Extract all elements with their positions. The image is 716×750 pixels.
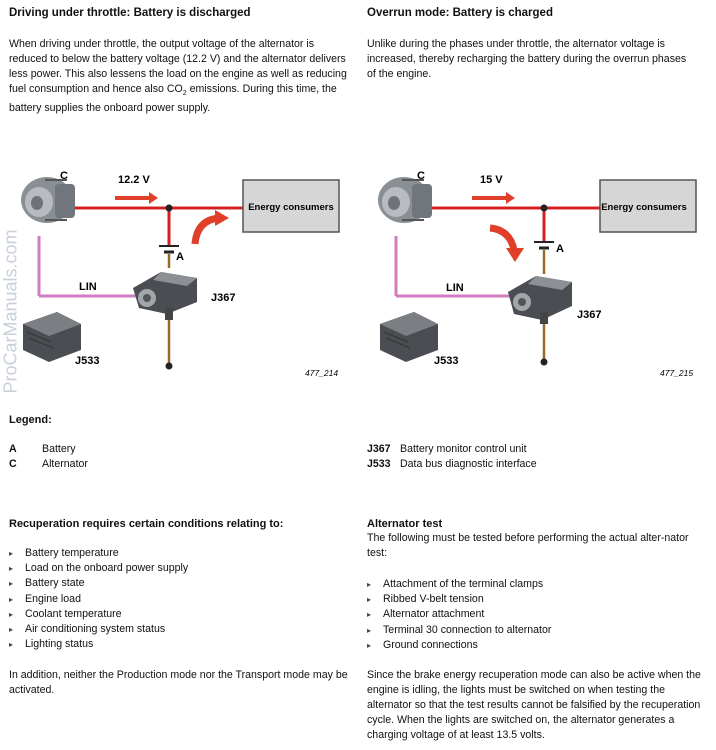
list-item: Coolant temperature: [9, 607, 349, 622]
list-item: Load on the onboard power supply: [9, 561, 349, 576]
diagram-charged: Energy consumers 15 V C A LIN J367 J533 …: [378, 170, 697, 378]
alternator-test-list: Attachment of the terminal clamps Ribbed…: [367, 577, 697, 653]
figure-id: 477_214: [305, 368, 338, 378]
ground-dot: [540, 358, 548, 366]
j367-label: J367: [577, 309, 601, 321]
recuperation-note: In addition, neither the Production mode…: [9, 669, 348, 696]
j533-label: J533: [75, 355, 99, 367]
charge-arrow: [489, 224, 518, 251]
list-item: Lighting status: [9, 637, 349, 652]
battery-label: A: [556, 243, 564, 255]
voltage-arrow: [115, 192, 158, 204]
voltage-label: 15 V: [480, 174, 503, 186]
list-item: Battery state: [9, 576, 349, 591]
legend-value-c: Alternator: [42, 458, 88, 470]
list-item: Alternator attachment: [367, 607, 697, 622]
battery-label: A: [176, 251, 184, 263]
legend-title: Legend:: [9, 414, 52, 426]
list-item: Engine load: [9, 592, 349, 607]
list-item: Battery temperature: [9, 546, 349, 561]
voltage-arrow: [472, 192, 515, 204]
lin-label: LIN: [79, 281, 97, 293]
lin-label: LIN: [446, 282, 464, 294]
battery-symbol: [159, 245, 179, 254]
j533-icon: [23, 312, 81, 362]
list-item: Ribbed V-belt tension: [367, 592, 697, 607]
voltage-label: 12.2 V: [118, 174, 150, 186]
alternator-test-note: Since the brake energy recuperation mode…: [367, 669, 701, 741]
j533-label: J533: [434, 355, 458, 367]
left-paragraph: When driving under throttle, the output …: [9, 38, 347, 115]
list-item: Attachment of the terminal clamps: [367, 577, 697, 592]
alternator-icon: [378, 177, 432, 223]
list-item: Ground connections: [367, 638, 697, 653]
recuperation-list: Battery temperature Load on the onboard …: [9, 546, 349, 653]
figure-id: 477_215: [660, 368, 693, 378]
right-heading: Overrun mode: Battery is charged: [367, 7, 553, 19]
legend-value-j367: Battery monitor control unit: [400, 443, 527, 455]
energy-consumers-box: [599, 179, 697, 233]
list-item: Air conditioning system status: [9, 622, 349, 637]
alternator-label: C: [417, 170, 425, 182]
j367-label: J367: [211, 292, 235, 304]
list-item: Terminal 30 connection to alternator: [367, 623, 697, 638]
alternator-test-heading: Alternator test: [367, 518, 443, 530]
legend-key-j367: J367: [367, 443, 391, 455]
j367-icon: [133, 272, 197, 320]
ground-dot: [165, 362, 173, 370]
junction-dot: [165, 204, 173, 212]
alternator-icon: [21, 177, 75, 223]
legend-value-j533: Data bus diagnostic interface: [400, 458, 537, 470]
junction-dot: [540, 204, 548, 212]
right-paragraph: Unlike during the phases under throttle,…: [367, 38, 687, 80]
legend-key-j533: J533: [367, 458, 391, 470]
energy-consumers-label: Energy consumers: [248, 202, 334, 213]
diagram-discharged: Energy consumers 12.2 V C A LIN J367 J53…: [21, 170, 340, 378]
energy-consumers-box: [242, 179, 340, 233]
battery-symbol: [534, 241, 554, 250]
recuperation-heading: Recuperation requires certain conditions…: [9, 518, 284, 530]
legend-key-c: C: [9, 458, 17, 470]
alternator-label: C: [60, 170, 68, 182]
legend-value-a: Battery: [42, 443, 76, 455]
left-heading: Driving under throttle: Battery is disch…: [9, 7, 251, 19]
alternator-test-intro: The following must be tested before perf…: [367, 532, 689, 559]
legend-key-a: A: [9, 443, 17, 455]
j367-icon: [508, 276, 572, 324]
j533-icon: [380, 312, 438, 362]
energy-consumers-label: Energy consumers: [601, 202, 687, 213]
